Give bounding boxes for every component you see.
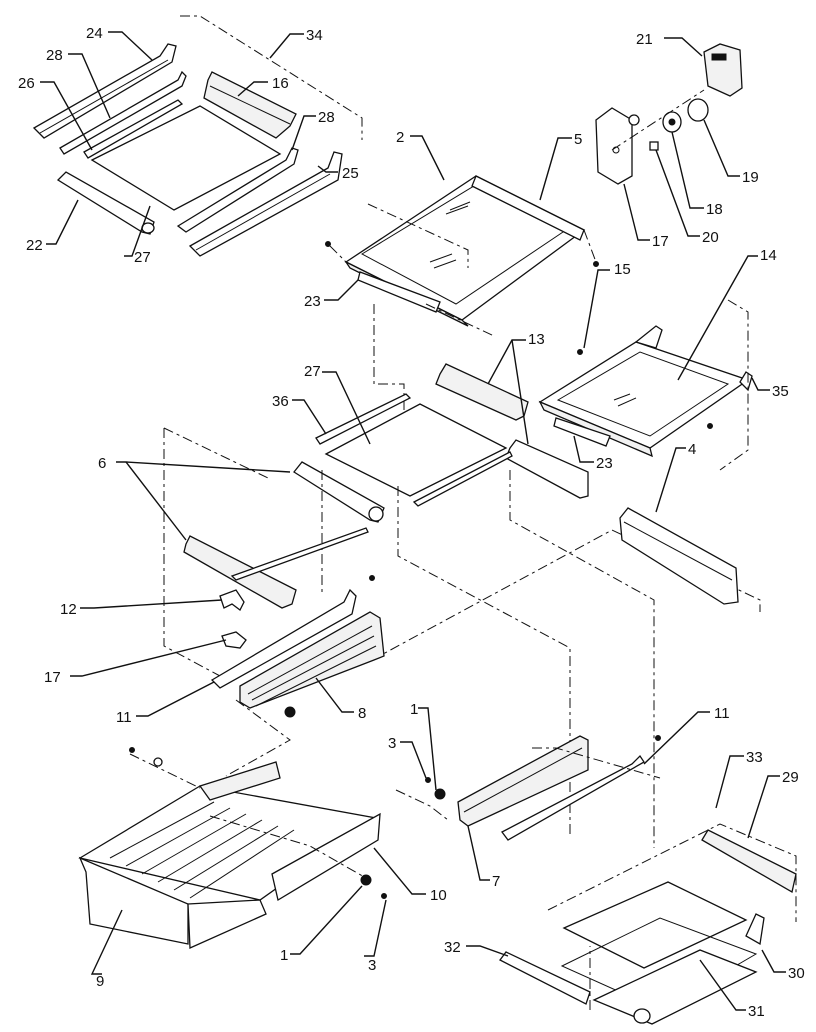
crisper-drawer	[78, 747, 387, 949]
crisper-frame-assembly	[499, 823, 797, 1025]
callout-labels: 24 28 26 16 34 28 25 22 27 2 5 21 19 18 …	[18, 25, 805, 1020]
callout-17-lower: 17	[44, 669, 61, 686]
callout-23-lower: 23	[596, 455, 613, 472]
callout-33: 33	[746, 749, 763, 766]
callout-1-upper: 1	[410, 701, 418, 718]
callout-34: 34	[306, 27, 323, 44]
leader-lines	[40, 31, 786, 1011]
callout-12: 12	[60, 601, 77, 618]
callout-31: 31	[748, 1003, 765, 1020]
callout-22: 22	[26, 237, 43, 254]
callout-6: 6	[98, 455, 106, 472]
callout-32: 32	[444, 939, 461, 956]
callout-27-upper: 27	[134, 249, 151, 266]
callout-3-lower: 3	[368, 957, 376, 974]
callout-35: 35	[772, 383, 789, 400]
callout-11-left: 11	[116, 709, 132, 726]
callout-3-upper: 3	[388, 735, 396, 752]
callout-36: 36	[272, 393, 289, 410]
callout-8: 8	[358, 705, 366, 722]
lower-drawer-rails	[395, 735, 661, 841]
callout-28-lower: 28	[318, 109, 335, 126]
callout-25: 25	[342, 165, 359, 182]
callout-7: 7	[492, 873, 500, 890]
callout-10: 10	[430, 887, 447, 904]
callout-28-upper: 28	[46, 47, 63, 64]
callout-26: 26	[18, 75, 35, 92]
callout-27-lower: 27	[304, 363, 321, 380]
callout-9: 9	[96, 973, 104, 990]
bracket-hardware-group	[595, 43, 743, 185]
callout-14: 14	[760, 247, 777, 264]
top-left-shelf-assembly	[32, 15, 363, 257]
callout-16: 16	[272, 75, 289, 92]
callout-11-right: 11	[714, 705, 730, 722]
callout-5: 5	[574, 131, 582, 148]
right-glass-shelf-assembly	[538, 299, 753, 471]
callout-13: 13	[528, 331, 545, 348]
callout-21: 21	[636, 31, 653, 48]
callout-30: 30	[788, 965, 805, 982]
callout-23-upper: 23	[304, 293, 321, 310]
callout-17-upper: 17	[652, 233, 669, 250]
crisper-track-cover	[619, 507, 739, 605]
callout-4: 4	[688, 441, 696, 458]
callout-18: 18	[706, 201, 723, 218]
callout-1-lower: 1	[280, 947, 288, 964]
callout-2: 2	[396, 129, 404, 146]
callout-19: 19	[742, 169, 759, 186]
callout-15: 15	[614, 261, 631, 278]
callout-20: 20	[702, 229, 719, 246]
callout-29: 29	[782, 769, 799, 786]
center-glass-shelf-assembly	[325, 175, 599, 327]
callout-24: 24	[86, 25, 103, 42]
crisper-cover-assembly	[183, 303, 589, 609]
